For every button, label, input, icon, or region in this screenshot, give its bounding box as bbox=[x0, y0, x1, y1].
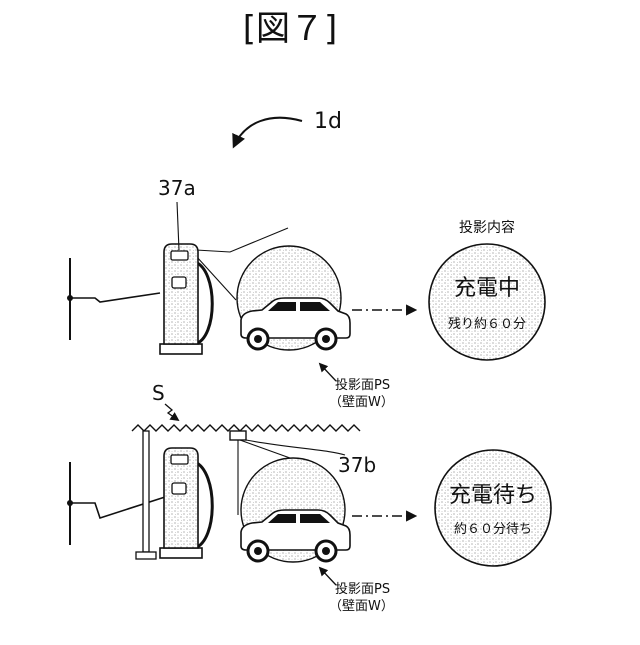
charger-top-panel-lower bbox=[171, 455, 188, 464]
lower-scene: S 37b bbox=[67, 381, 551, 614]
support-pole-base bbox=[136, 552, 156, 559]
reference-label-1d: 1d bbox=[314, 109, 342, 134]
content-sub-lower: 約６０分待ち bbox=[454, 522, 532, 537]
car-hub-rear-upper bbox=[322, 335, 330, 343]
content-sub-upper: 残り約６０分 bbox=[448, 317, 526, 332]
reference-label-S: S bbox=[152, 381, 165, 405]
ceiling-S bbox=[132, 425, 360, 431]
leader-S bbox=[165, 404, 178, 420]
reference-label-37a: 37a bbox=[158, 176, 196, 200]
charger-display-lower bbox=[172, 483, 186, 494]
content-main-upper: 充電中 bbox=[454, 276, 520, 301]
upper-scene: 37a 投影面PS （壁面W） 投影内容 充電中 残り約６０分 bbox=[67, 176, 545, 410]
surface-label-upper-1: 投影面PS bbox=[335, 377, 390, 393]
car-hub-rear-lower bbox=[322, 547, 330, 555]
projection-content-upper bbox=[429, 244, 545, 360]
power-cable-upper bbox=[70, 293, 160, 302]
content-main-lower: 充電待ち bbox=[449, 483, 537, 508]
projection-content-heading: 投影内容 bbox=[459, 219, 515, 236]
support-pole bbox=[143, 431, 149, 552]
charger-display-upper bbox=[172, 277, 186, 288]
surface-pointer-lower bbox=[320, 568, 336, 585]
figure-title: [図７] bbox=[243, 9, 338, 49]
charger-lower bbox=[160, 448, 212, 558]
surface-label-lower-1: 投影面PS bbox=[335, 581, 390, 597]
car-hub-front-upper bbox=[254, 335, 262, 343]
charger-base-upper bbox=[160, 344, 202, 354]
projection-content-lower bbox=[435, 450, 551, 566]
charger-upper bbox=[160, 244, 212, 354]
leader-37a bbox=[177, 202, 179, 250]
projector-37a bbox=[171, 251, 188, 260]
charger-base-lower bbox=[160, 548, 202, 558]
surface-label-upper-2: （壁面W） bbox=[329, 395, 394, 410]
power-cable-lower bbox=[70, 497, 165, 518]
reference-label-37b: 37b bbox=[338, 453, 376, 477]
projector-37b bbox=[230, 431, 246, 440]
car-hub-front-lower bbox=[254, 547, 262, 555]
reference-arrow-1d bbox=[234, 118, 302, 146]
surface-pointer-upper bbox=[320, 364, 336, 381]
surface-label-lower-2: （壁面W） bbox=[329, 599, 394, 614]
